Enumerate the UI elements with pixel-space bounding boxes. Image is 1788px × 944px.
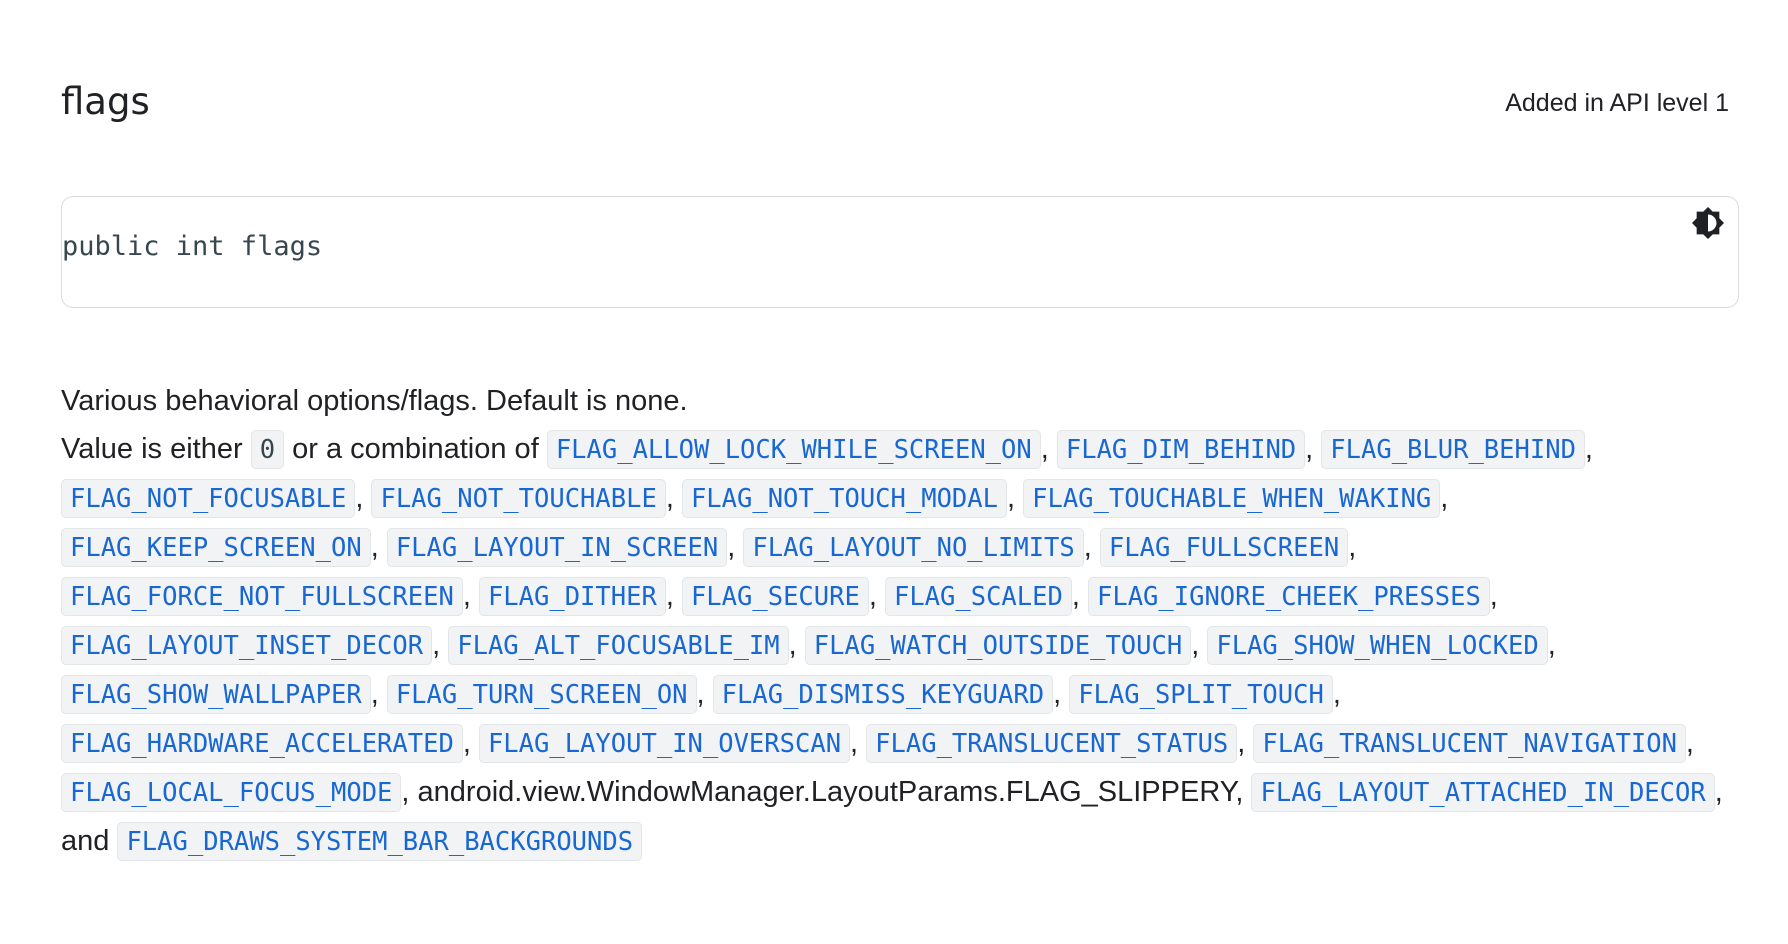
flag-separator: , — [462, 580, 479, 612]
flag-separator: , — [1191, 629, 1208, 661]
flag-link[interactable]: FLAG_SHOW_WALLPAPER — [61, 675, 371, 714]
flag-separator: , — [1332, 678, 1341, 710]
flag-link[interactable]: FLAG_NOT_FOCUSABLE — [61, 479, 356, 518]
member-title: flags — [61, 80, 150, 123]
flag-link[interactable]: FLAG_KEEP_SCREEN_ON — [61, 528, 371, 567]
flag-separator: , — [462, 727, 479, 759]
flag-separator: , — [850, 727, 867, 759]
flag-separator: , — [868, 580, 885, 612]
flag-link[interactable]: FLAG_SPLIT_TOUCH — [1069, 675, 1333, 714]
values-middle-text: or a combination of — [284, 433, 547, 465]
flag-link[interactable]: FLAG_ALT_FOCUSABLE_IM — [448, 626, 789, 665]
flag-separator: , — [355, 482, 372, 514]
flag-separator: , — [1547, 629, 1556, 661]
flag-separator: , — [370, 678, 387, 710]
flag-separator: , — [1040, 433, 1057, 465]
member-header: flags Added in API level 1 — [61, 78, 1729, 126]
flag-link[interactable]: FLAG_DIM_BEHIND — [1056, 430, 1306, 469]
flag-link[interactable]: FLAG_FORCE_NOT_FULLSCREEN — [61, 577, 463, 616]
flag-link[interactable]: FLAG_SCALED — [884, 577, 1072, 616]
flag-separator: , — [696, 678, 713, 710]
flag-link[interactable]: FLAG_LAYOUT_NO_LIMITS — [743, 528, 1084, 567]
flag-separator: , — [665, 580, 682, 612]
flag-separator: , — [432, 629, 449, 661]
flag-link[interactable]: FLAG_LAYOUT_IN_OVERSCAN — [478, 724, 851, 763]
flag-separator: , — [1237, 727, 1254, 759]
flag-link[interactable]: FLAG_LAYOUT_IN_SCREEN — [386, 528, 728, 567]
flag-link[interactable]: FLAG_BLUR_BEHIND — [1321, 430, 1585, 469]
flag-separator: , — [788, 629, 805, 661]
slippery-flag-text: android.view.WindowManager.LayoutParams.… — [417, 776, 1236, 808]
description-summary: Various behavioral options/flags. Defaul… — [61, 385, 688, 417]
flag-link[interactable]: FLAG_HARDWARE_ACCELERATED — [61, 724, 463, 763]
code-block: public int flags — [61, 196, 1739, 308]
flag-separator: , — [1685, 727, 1694, 759]
flag-link[interactable]: FLAG_ALLOW_LOCK_WHILE_SCREEN_ON — [546, 430, 1041, 469]
member-description: Various behavioral options/flags. Defaul… — [61, 377, 1741, 866]
conjunction-text: , and — [61, 776, 1723, 857]
code-signature: public int flags — [62, 231, 323, 262]
flag-link-list: FLAG_ALLOW_LOCK_WHILE_SCREEN_ON, FLAG_DI… — [61, 430, 1694, 812]
flag-link[interactable]: FLAG_FULLSCREEN — [1099, 528, 1349, 567]
description-values: Value is either 0 or a combination of FL… — [61, 425, 1741, 866]
flag-link[interactable]: FLAG_LOCAL_FOCUS_MODE — [61, 773, 402, 812]
flag-separator: , — [401, 776, 418, 808]
flag-separator: , — [1584, 433, 1593, 465]
flag-link[interactable]: FLAG_LAYOUT_INSET_DECOR — [61, 626, 433, 665]
zero-value-code: 0 — [250, 430, 285, 469]
flag-link[interactable]: FLAG_TURN_SCREEN_ON — [386, 675, 697, 714]
flag-link[interactable]: FLAG_IGNORE_CHEEK_PRESSES — [1087, 577, 1490, 616]
flag-link[interactable]: FLAG_DISMISS_KEYGUARD — [712, 675, 1054, 714]
flag-separator: , — [1083, 531, 1100, 563]
api-level-label: Added in API level 1 — [1505, 89, 1729, 117]
flag-separator: , — [1235, 776, 1252, 808]
flag-separator: , — [1071, 580, 1088, 612]
flag-link[interactable]: FLAG_SHOW_WHEN_LOCKED — [1207, 626, 1548, 665]
flag-link[interactable]: FLAG_TRANSLUCENT_STATUS — [866, 724, 1238, 763]
flag-link[interactable]: FLAG_SECURE — [681, 577, 869, 616]
flag-link[interactable]: FLAG_TOUCHABLE_WHEN_WAKING — [1023, 479, 1441, 518]
flag-separator: , — [1440, 482, 1449, 514]
flag-separator: , — [370, 531, 387, 563]
flag-separator: , — [1489, 580, 1498, 612]
flag-link[interactable]: FLAG_NOT_TOUCHABLE — [371, 479, 666, 518]
flag-separator: , — [1006, 482, 1024, 514]
flag-separator: , — [1053, 678, 1070, 710]
dark-mode-toggle-button[interactable] — [1688, 203, 1728, 243]
flag-link[interactable]: FLAG_TRANSLUCENT_NAVIGATION — [1253, 724, 1686, 763]
flag-link[interactable]: FLAG_DRAWS_SYSTEM_BAR_BACKGROUNDS — [117, 822, 643, 861]
flag-link[interactable]: FLAG_WATCH_OUTSIDE_TOUCH — [804, 626, 1192, 665]
flag-separator: , — [1348, 531, 1357, 563]
flag-separator: , — [727, 531, 744, 563]
flag-link[interactable]: FLAG_NOT_TOUCH_MODAL — [681, 479, 1007, 518]
flag-separator: , — [665, 482, 682, 514]
dark-mode-toggle-icon — [1691, 206, 1725, 240]
flag-link[interactable]: FLAG_LAYOUT_ATTACHED_IN_DECOR — [1251, 773, 1715, 812]
flag-separator: , — [1305, 433, 1322, 465]
values-prefix-text: Value is either — [61, 433, 251, 465]
flag-link[interactable]: FLAG_DITHER — [478, 577, 666, 616]
